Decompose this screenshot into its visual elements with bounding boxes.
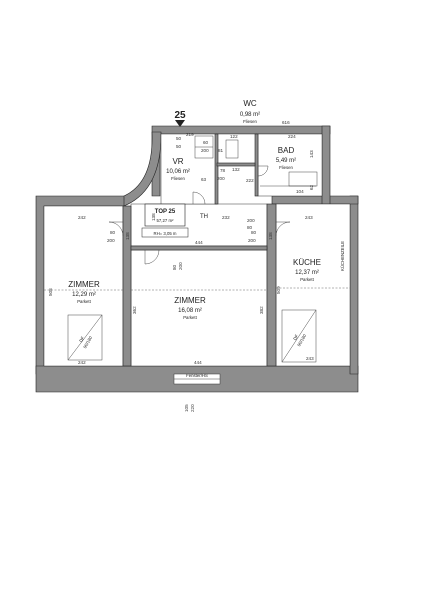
dim-door-a-h: 200 — [107, 238, 115, 243]
unit-box — [144, 203, 186, 227]
skylight-right — [281, 309, 317, 363]
dim-bad-width: 224 — [288, 134, 296, 139]
unit-number: 25 — [174, 110, 186, 121]
dim-door-c-w: 80 — [247, 225, 253, 230]
dim-window-left: 242 — [78, 360, 86, 365]
dim-door-mid-h: 200 — [178, 262, 183, 270]
dim-vr-inner-a: 132 — [232, 167, 240, 172]
room-wc — [216, 133, 258, 165]
dim-jamb-b: 138 — [268, 232, 273, 240]
kuechenzeile-label: KÜCHENZEILE — [340, 241, 345, 271]
window-label: Fenster/HS — [186, 373, 208, 378]
room-kueche — [275, 203, 351, 367]
partition-wc-bad — [254, 133, 259, 197]
dim-vr-w4: 63 — [201, 177, 207, 182]
skylight-right-l2: 90/180 — [296, 333, 307, 347]
dim-wc-width: 122 — [230, 134, 238, 139]
dim-zimmer-left-height: 508 — [48, 288, 53, 296]
zimmer-center-area: 16,08 m² — [178, 308, 202, 314]
dim-jamb-c: 138 — [151, 213, 156, 221]
partition-left — [122, 205, 132, 367]
partition-wc-bottom — [216, 162, 256, 167]
entrance-arrow — [175, 120, 185, 127]
vr-name: VR — [172, 157, 183, 166]
zimmer-center-name: ZIMMER — [174, 296, 206, 305]
vr-floor: Fliesen — [171, 176, 185, 181]
outer-wall-core-right — [321, 125, 331, 205]
partition-vr-wc — [214, 133, 219, 205]
zimmer-left-area: 12,29 m² — [72, 292, 96, 298]
wc-name: WC — [243, 99, 257, 108]
dim-bad-side: 143 — [309, 150, 314, 158]
th-name: TH — [200, 214, 208, 220]
dim-vr-w3: 50 — [176, 136, 182, 141]
door-th — [192, 191, 206, 205]
dim-wc-top: 616 — [282, 120, 290, 125]
room-zimmer-center — [130, 249, 268, 367]
kueche-name: KÜCHE — [293, 258, 321, 267]
dim-zimmer-left-width: 242 — [78, 215, 86, 220]
dim-wc-depth: 81 — [218, 148, 224, 153]
door-kueche — [275, 221, 291, 237]
dim-balcony-a: 105 — [184, 404, 189, 412]
unit-height-box — [141, 227, 189, 238]
unit-height: RH= 3,05 m — [153, 231, 176, 236]
room-bad — [257, 133, 323, 197]
dim-jamb-a: 138 — [125, 232, 130, 240]
bad-area: 5,49 m² — [276, 158, 296, 164]
zimmer-left-name: ZIMMER — [68, 280, 100, 289]
dim-th-width: 232 — [222, 215, 230, 220]
bad-tub — [288, 171, 318, 187]
dim-door-b-h: 200 — [248, 238, 256, 243]
skylight-right-l1: DF — [292, 333, 299, 341]
dim-door-a-w: 80 — [110, 230, 116, 235]
dim-door-c-h: 200 — [247, 218, 255, 223]
dim-window-right: 243 — [306, 356, 314, 361]
dim-vr-w2: 200 — [201, 148, 209, 153]
skylight-left — [67, 314, 103, 361]
outer-wall-right — [349, 195, 359, 375]
door-bad — [257, 165, 269, 177]
dim-vr-door-a: 78 — [220, 168, 226, 173]
dim-door-mid-w: 80 — [172, 264, 177, 270]
bad-name: BAD — [278, 146, 295, 155]
bad-floor: Fliesen — [279, 165, 293, 170]
dim-vr-inner-b: 222 — [246, 178, 254, 183]
outer-wall-top-right — [271, 195, 359, 205]
skylight-left-l2: 90/180 — [82, 335, 93, 349]
wc-toilet — [225, 139, 239, 159]
skylight-right-diag — [281, 309, 317, 363]
unit-area: 57,27 m² — [157, 218, 175, 223]
dim-window-center: 444 — [194, 360, 202, 365]
dim-kueche-height: 509 — [276, 286, 281, 294]
zimmer-left-floor: Parkett — [77, 299, 91, 304]
dim-vr-door-b: 200 — [217, 176, 225, 181]
dim-balcony-b: 220 — [190, 404, 195, 412]
dim-bad-inner: 104 — [296, 189, 304, 194]
partition-th-zimmer — [130, 245, 268, 251]
vr-area: 10,06 m² — [166, 169, 190, 175]
zimmer-center-floor: Parkett — [183, 315, 197, 320]
dim-entry-a: 219 — [186, 132, 194, 137]
dim-total-width-top: 444 — [195, 240, 203, 245]
kueche-floor: Parkett — [300, 277, 314, 282]
dim-vr-w1: 60 — [203, 140, 209, 145]
dim-zimmer-center-height: 362 — [132, 306, 137, 314]
wc-area: 0,98 m² — [240, 112, 260, 118]
dim-bad-small: 62 — [309, 184, 314, 190]
partition-right — [266, 203, 277, 367]
skylight-left-l1: DF — [78, 335, 85, 343]
door-zimmer-left — [108, 221, 124, 237]
door-zimmer-center — [144, 249, 160, 265]
dim-kueche-width: 243 — [305, 215, 313, 220]
dim-door-b-w: 80 — [251, 230, 257, 235]
room-vr — [160, 133, 218, 205]
dim-entry-b: 50 — [176, 144, 182, 149]
kueche-area: 12,37 m² — [295, 270, 319, 276]
unit-label: TOP 25 — [155, 209, 176, 215]
skylight-left-diag — [67, 314, 103, 361]
dim-zimmer-center-side: 382 — [259, 306, 264, 314]
wc-floor: Fliesen — [243, 119, 257, 124]
